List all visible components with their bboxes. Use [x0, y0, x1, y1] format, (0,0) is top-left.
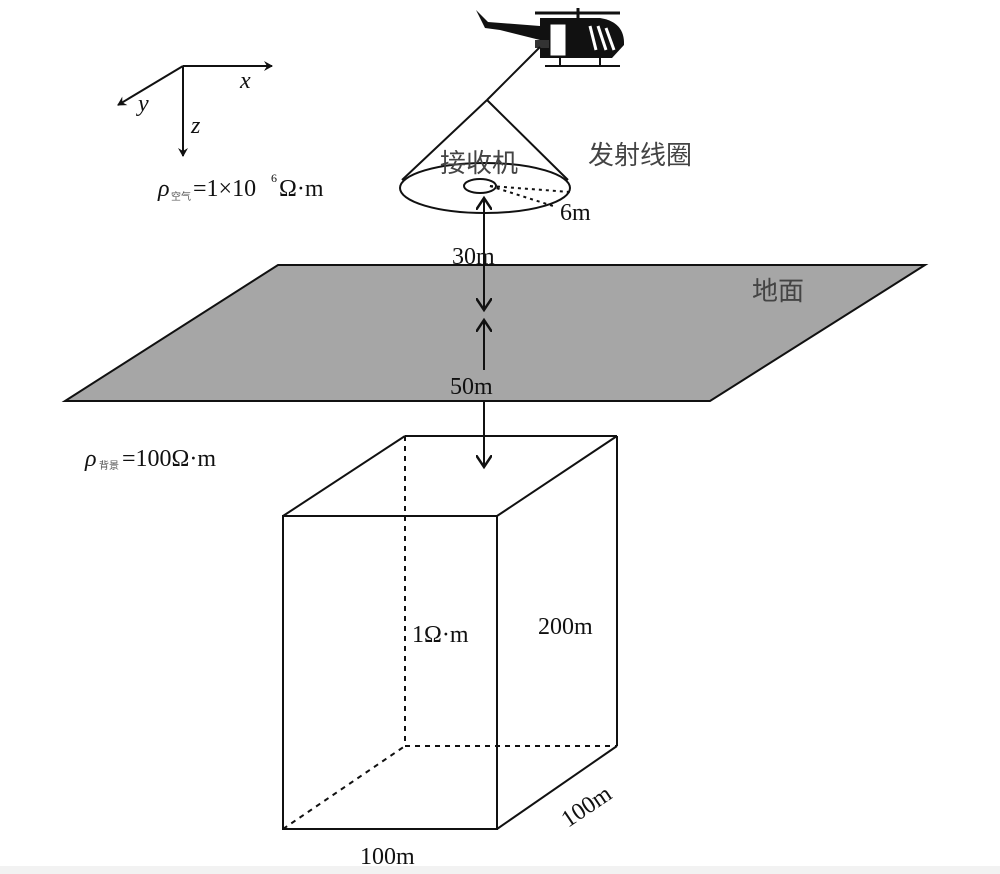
- air-resistivity-label: ρ 空气 =1×10 6 Ω·m: [157, 171, 324, 203]
- x-axis-label: x: [239, 68, 251, 94]
- receiver-label: 接收机: [440, 149, 518, 179]
- burial-depth-label: 50m: [450, 374, 493, 400]
- coil-radius-label: 6m: [560, 200, 591, 226]
- body-height-label: 200m: [538, 614, 593, 640]
- air-exponent: 6: [271, 171, 277, 185]
- air-subscript: 空气: [171, 190, 191, 203]
- y-axis-label: y: [136, 91, 149, 117]
- bottom-strip: [0, 866, 1000, 874]
- air-unit: Ω·m: [279, 176, 324, 202]
- ground-label: 地面: [752, 277, 804, 307]
- air-value: =1×10: [193, 176, 256, 202]
- helicopter-icon: [476, 8, 625, 67]
- transmitter-coil-label: 发射线圈: [588, 141, 692, 171]
- radius-lines: [489, 185, 571, 207]
- body-width-label: 100m: [360, 844, 415, 870]
- rho-symbol: ρ: [84, 446, 97, 472]
- ground-plane: [61, 264, 929, 402]
- y-axis-arrow: [117, 65, 184, 106]
- flight-height-label: 30m: [452, 244, 495, 270]
- rho-symbol: ρ: [157, 176, 170, 202]
- body-resistivity-label: 1Ω·m: [412, 622, 469, 648]
- receiver-coil: [463, 178, 497, 194]
- coordinate-axes: [117, 61, 273, 157]
- suspension-cable: [401, 46, 569, 181]
- background-resistivity-label: ρ 背景 =100Ω·m: [84, 446, 216, 472]
- conductive-body: [282, 435, 618, 830]
- body-depth-label: 100m: [557, 781, 617, 833]
- background-value: =100Ω·m: [122, 446, 216, 472]
- background-subscript: 背景: [99, 459, 119, 472]
- z-axis-label: z: [190, 113, 201, 139]
